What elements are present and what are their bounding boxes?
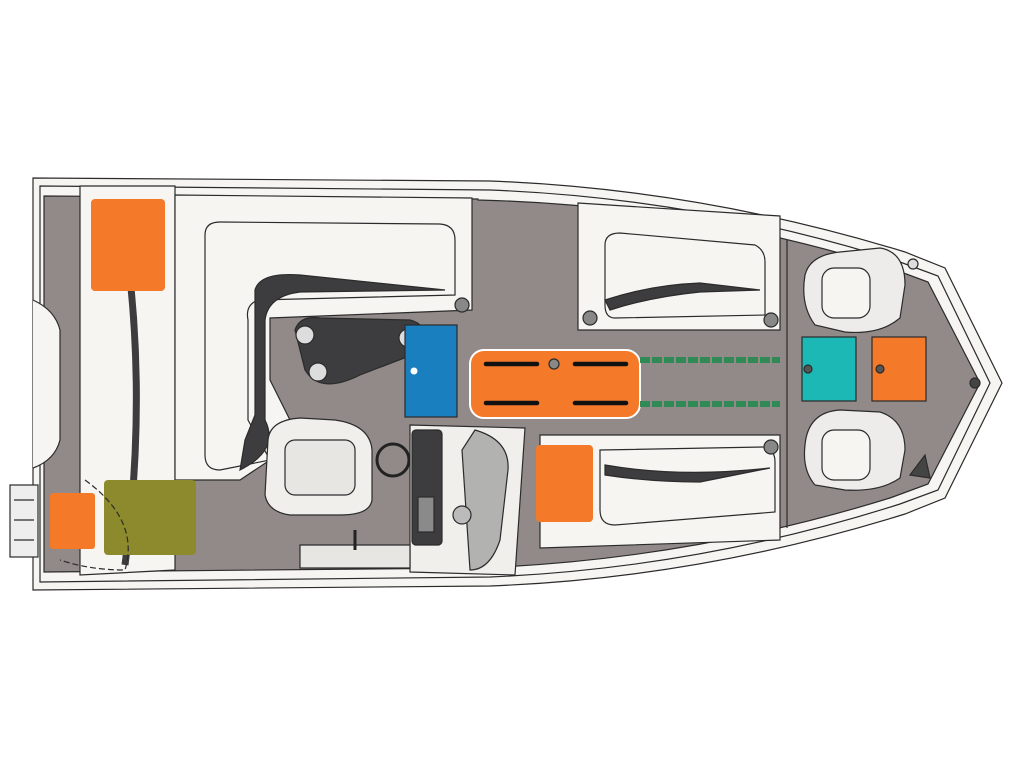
cleat-icon bbox=[582, 310, 598, 326]
stern-left-storage[interactable] bbox=[91, 199, 165, 291]
cleat-icon bbox=[763, 312, 779, 328]
boarding-ladder[interactable] bbox=[9, 484, 39, 558]
bow-seat-bottom[interactable] bbox=[803, 409, 906, 491]
steering-wheel-icon[interactable] bbox=[375, 442, 411, 478]
cleat-icon bbox=[454, 297, 470, 313]
cleat-icon bbox=[763, 439, 779, 455]
latch-icon bbox=[875, 364, 885, 374]
gunwale-line bbox=[39, 185, 991, 583]
front-right-backrest-dark bbox=[604, 464, 771, 483]
console-side-storage[interactable] bbox=[536, 445, 593, 522]
stern-right-storage[interactable] bbox=[50, 493, 95, 549]
stern-olive-compartment[interactable] bbox=[104, 480, 196, 555]
hatch-handles bbox=[483, 361, 629, 406]
bow-seat-top[interactable] bbox=[803, 247, 906, 334]
pedestal-socket-icon bbox=[308, 362, 328, 382]
front-right-cushion bbox=[599, 446, 776, 526]
helm-seat[interactable] bbox=[264, 417, 373, 516]
front-left-backrest-dark bbox=[604, 282, 761, 311]
bow-cleat-icon bbox=[969, 377, 981, 389]
latch-icon bbox=[548, 358, 560, 370]
fish-finder-screen bbox=[417, 496, 435, 533]
pedestal-socket-icon bbox=[295, 325, 315, 345]
stern-notch bbox=[32, 299, 61, 469]
trolling-motor-mount bbox=[908, 453, 931, 479]
seat-backrest-dark bbox=[239, 273, 446, 472]
rod-locker[interactable] bbox=[640, 357, 780, 407]
livewell-drain-icon bbox=[410, 367, 418, 375]
windshield bbox=[461, 429, 509, 571]
front-left-cushion bbox=[604, 232, 766, 319]
latch-icon bbox=[803, 364, 813, 374]
throttle-base bbox=[299, 544, 411, 569]
cupholder-icon bbox=[452, 505, 472, 525]
nav-light-icon bbox=[907, 258, 919, 270]
